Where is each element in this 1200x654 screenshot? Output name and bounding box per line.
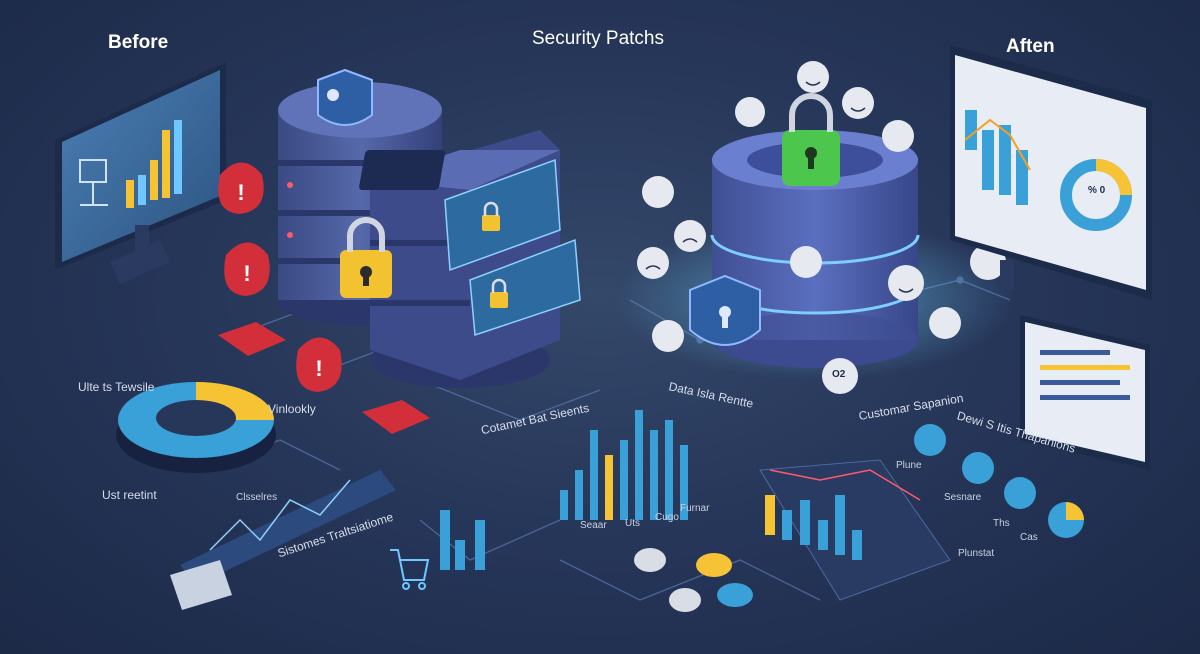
- plot-label: Plunstat: [958, 548, 995, 559]
- screen-panels: [444, 158, 581, 337]
- after-monitor: [950, 45, 1152, 300]
- label-clsselres: Clsselres: [236, 492, 278, 503]
- bar-label-1: Seaar: [580, 520, 607, 531]
- circle-icons: [914, 424, 1084, 538]
- donut-chart-icon: [116, 382, 276, 473]
- bar-label-4: Furnar: [680, 503, 710, 514]
- heading-center: Security Patchs: [532, 28, 664, 49]
- shield-icon: [317, 68, 373, 126]
- svg-text:!: !: [243, 261, 250, 286]
- legend-b: Sesnare: [944, 492, 982, 503]
- heading-after: Aften: [1006, 36, 1055, 57]
- pie-percent-text: % 0: [1088, 185, 1106, 196]
- bar-label-3: Cugo: [655, 512, 679, 523]
- smiley-icon: [637, 61, 1006, 394]
- padlock-icon: [340, 201, 508, 308]
- svg-text:!: !: [315, 356, 322, 381]
- warning-icon: ! ! !: [218, 162, 430, 434]
- line-chart-panel: [170, 470, 396, 610]
- icon-o2-text: O2: [832, 369, 846, 380]
- shopping-cart-icon: [390, 549, 430, 590]
- label-ust-reetint: Ust reetint: [102, 488, 157, 502]
- smiley-faces: [645, 81, 914, 293]
- coin-stack: [634, 548, 753, 612]
- svg-text:!: !: [237, 180, 244, 205]
- legend-d: Cas: [1020, 532, 1038, 543]
- center-bar-chart: [440, 410, 688, 570]
- bar-chart-icon: [126, 120, 182, 208]
- legend-a: Plune: [896, 460, 922, 471]
- perspective-bar-chart: [759, 459, 951, 601]
- before-monitor: [55, 62, 226, 284]
- label-vinlookly: Vinlookly: [268, 402, 316, 416]
- shield-icon-right: [689, 274, 761, 346]
- label-ulte: Ulte ts Tewsile: [78, 380, 155, 394]
- bar-label-2: Uts: [625, 518, 640, 529]
- report-monitor: [1020, 315, 1150, 470]
- padlock-icon-green: [782, 93, 840, 186]
- heading-before: Before: [108, 32, 169, 53]
- legend-c: Ths: [993, 518, 1010, 529]
